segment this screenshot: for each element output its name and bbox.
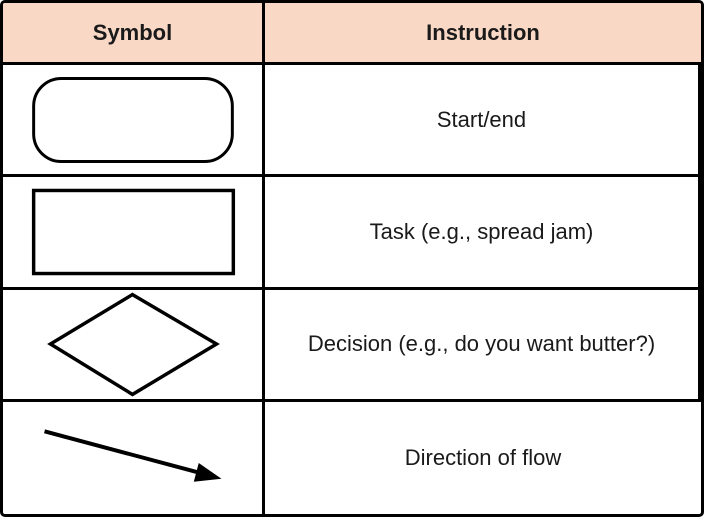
instruction-header-label: Instruction (426, 19, 540, 45)
table-row-4-instruction-cell: Direction of flow (265, 402, 701, 514)
symbol-header-label: Symbol (92, 19, 173, 45)
table-row-4-symbol-cell (3, 401, 265, 514)
table-row-3-symbol-cell (3, 289, 265, 402)
table-row-1-symbol-cell (3, 65, 265, 178)
symbol-column-header: Symbol (3, 3, 265, 65)
decision-diamond-icon (47, 292, 220, 397)
table-row-2-instruction-cell: Task (e.g., spread jam) (265, 177, 701, 290)
table-row-2-symbol-cell (3, 177, 265, 290)
process-rectangle-icon (31, 188, 236, 276)
instruction-text: Direction of flow (404, 444, 562, 470)
terminator-rounded-rectangle-icon (32, 76, 234, 163)
instruction-text: Decision (e.g., do you want butter?) (307, 331, 656, 357)
instruction-text: Task (e.g., spread jam) (369, 218, 594, 244)
instruction-column-header: Instruction (265, 3, 701, 65)
table-row-1-instruction-cell: Start/end (265, 65, 701, 178)
instruction-text: Start/end (436, 106, 527, 132)
table-row-3-instruction-cell: Decision (e.g., do you want butter?) (265, 289, 701, 402)
flow-arrow-icon (44, 429, 222, 482)
